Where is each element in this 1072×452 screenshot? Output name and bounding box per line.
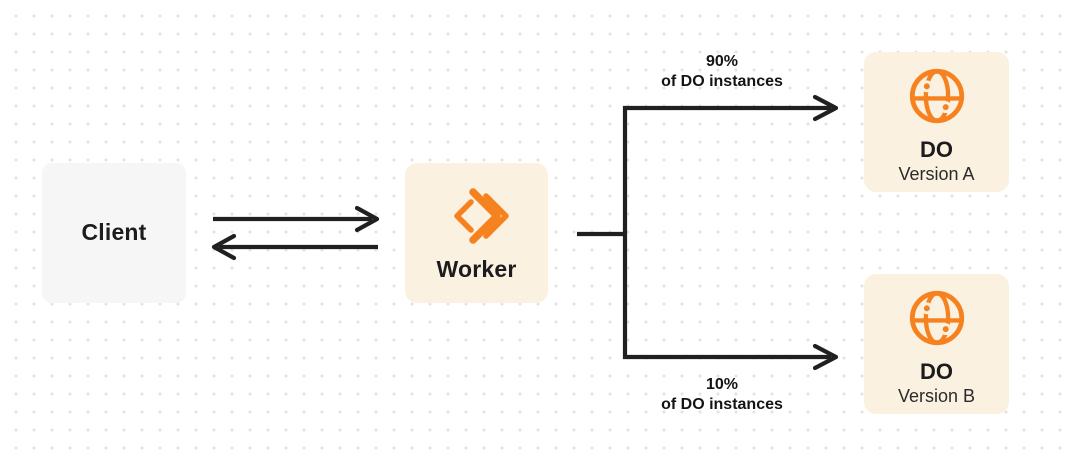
do-b-subtitle: Version B — [897, 385, 976, 406]
branch-split — [622, 105, 831, 360]
client-label: Client — [81, 219, 147, 246]
bottom-branch-caption: of DO instances — [661, 396, 783, 413]
arrow-worker-to-client-head — [211, 233, 237, 261]
top-branch-label: 90% of DO instances — [616, 52, 828, 92]
client-node: Client — [42, 163, 186, 303]
do-version-a-node: DO Version A — [864, 52, 1009, 192]
arrow-client-to-worker-head — [354, 205, 380, 233]
worker-label: Worker — [436, 255, 517, 282]
top-branch-caption: of DO instances — [661, 73, 783, 90]
workers-logo-icon — [445, 184, 509, 248]
durable-object-globe-icon — [906, 287, 968, 349]
do-b-title: DO — [920, 358, 953, 384]
arrow-to-do-b-head — [812, 343, 839, 371]
worker-node: Worker — [405, 163, 548, 303]
bottom-branch-percent: 10% — [705, 376, 739, 393]
do-a-subtitle: Version A — [898, 163, 975, 184]
bottom-branch-label: 10% of DO instances — [616, 375, 828, 415]
do-a-title: DO — [920, 136, 953, 162]
arrow-to-do-a-head — [812, 94, 839, 122]
do-version-b-node: DO Version B — [864, 274, 1009, 414]
top-branch-percent: 90% — [705, 53, 739, 70]
durable-object-globe-icon — [906, 65, 968, 127]
